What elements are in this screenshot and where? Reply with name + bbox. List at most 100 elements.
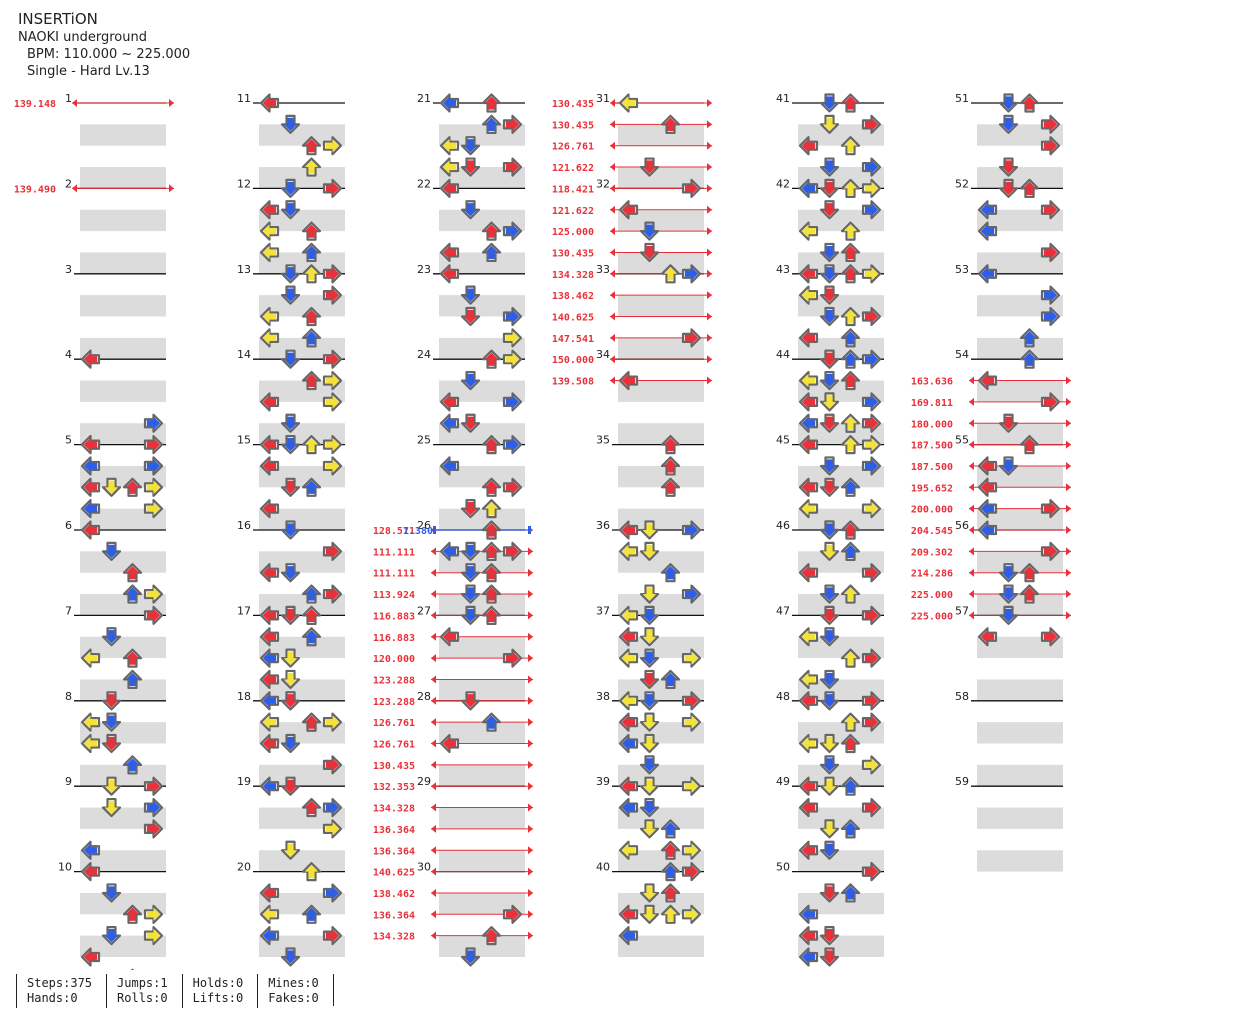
beat-band — [439, 295, 525, 317]
bpm-change-label: 140.625 — [552, 313, 594, 324]
beat-band — [798, 465, 884, 488]
bpm-change-marker — [528, 824, 533, 833]
measure-number: 26 — [417, 519, 431, 532]
beat-band — [798, 892, 884, 915]
bpm-change-marker — [969, 504, 974, 513]
beat-band — [259, 508, 345, 530]
bpm-change-marker — [969, 483, 974, 492]
bpm-change-label: 136.364 — [373, 910, 415, 921]
beat-band — [439, 594, 525, 616]
bpm-change-marker — [707, 248, 712, 257]
measure-number: 1 — [65, 92, 72, 105]
beat-band — [798, 124, 884, 146]
measure-number: 37 — [596, 604, 610, 617]
beat-band — [977, 764, 1063, 787]
bpm-change-label: 118.421 — [552, 184, 594, 195]
bpm-change-marker — [610, 120, 615, 129]
beat-band — [80, 423, 166, 445]
measure-number: 57 — [955, 604, 969, 617]
bpm-change-marker — [610, 227, 615, 236]
measure-number: 19 — [237, 775, 251, 788]
measure-number: 54 — [955, 348, 969, 361]
beat-band — [80, 380, 166, 402]
bpm-change-marker — [610, 269, 615, 278]
bpm-change-label: 111.111 — [373, 547, 415, 558]
bpm-change-label: 126.761 — [552, 142, 594, 153]
stat-bottom: Hands:0 — [27, 991, 78, 1005]
measure-number: 29 — [417, 775, 431, 788]
arrow-down-icon — [819, 93, 840, 113]
beat-band — [618, 551, 704, 573]
beat-band — [80, 764, 166, 787]
beat-band — [798, 508, 884, 530]
measure-number: 46 — [776, 519, 790, 532]
bpm-change-marker — [169, 99, 174, 107]
bpm-change-marker — [431, 846, 436, 855]
bpm-change-marker — [969, 419, 974, 428]
beat-band — [977, 636, 1063, 659]
arrow-left-icon — [439, 93, 460, 113]
bpm-change-marker — [528, 611, 533, 620]
measure-number: 48 — [776, 690, 790, 703]
beat-band — [80, 252, 166, 274]
beat-band — [618, 124, 704, 146]
measure-number: 32 — [596, 177, 610, 190]
beat-band — [977, 679, 1063, 701]
bpm-change-marker — [431, 739, 436, 748]
beat-band — [259, 850, 345, 872]
bpm-change-label: 120.000 — [373, 654, 415, 665]
beat-band — [798, 423, 884, 445]
arrow-up-icon — [840, 93, 861, 113]
beat-band — [439, 679, 525, 701]
bpm-change-marker — [528, 760, 533, 769]
beat-band — [798, 764, 884, 787]
measure-number: 39 — [596, 775, 610, 788]
bpm-change-marker — [610, 333, 615, 342]
bpm-change-marker — [969, 568, 974, 577]
beat-band — [618, 850, 704, 872]
beat-band — [798, 380, 884, 402]
bpm-change-label: 113.924 — [373, 590, 415, 601]
beat-band — [618, 892, 704, 915]
beat-band — [977, 722, 1063, 744]
arrow-up-icon — [481, 93, 502, 113]
chart-difficulty: Single - Hard Lv.13 — [27, 64, 150, 79]
bpm-change-label: 187.500 — [911, 441, 953, 452]
bpm-change-marker — [431, 888, 436, 897]
beat-band — [439, 423, 525, 445]
stat-bottom: Rolls:0 — [117, 991, 168, 1005]
beat-band — [618, 337, 704, 360]
measure-number: 20 — [237, 861, 251, 874]
beat-band — [618, 722, 704, 744]
measure-number: 14 — [237, 348, 251, 361]
beat-band — [618, 252, 704, 274]
measure-number: 34 — [596, 348, 610, 361]
measure-number: 25 — [417, 434, 431, 447]
bpm-change-label: 121.622 — [552, 206, 594, 217]
bpm-change-label: 139.148 — [14, 99, 56, 110]
beat-band — [259, 252, 345, 274]
bpm-change-label: 116.883 — [373, 633, 415, 644]
measure-number: 23 — [417, 263, 431, 276]
measure-number: 55 — [955, 434, 969, 447]
bpm-change-label: 134.328 — [373, 932, 415, 943]
beat-band — [439, 252, 525, 274]
beat-band — [439, 935, 525, 957]
bpm-change-marker — [707, 163, 712, 172]
measure-number: 17 — [237, 604, 251, 617]
bpm-change-marker — [431, 867, 436, 876]
beat-band — [977, 594, 1063, 616]
bpm-change-marker — [431, 760, 436, 769]
measure-number: 56 — [955, 519, 969, 532]
measure-number: 7 — [65, 604, 72, 617]
bpm-change-marker — [1066, 397, 1071, 406]
bpm-change-marker — [707, 376, 712, 385]
measure-number: 50 — [776, 861, 790, 874]
bpm-change-label: 134.328 — [373, 804, 415, 815]
song-title: INSERTiON — [18, 10, 98, 28]
bpm-change-label: 163.636 — [911, 377, 953, 388]
bpm-change-marker — [1066, 568, 1071, 577]
beat-band — [798, 551, 884, 573]
bpm-change-label: 126.761 — [373, 740, 415, 751]
